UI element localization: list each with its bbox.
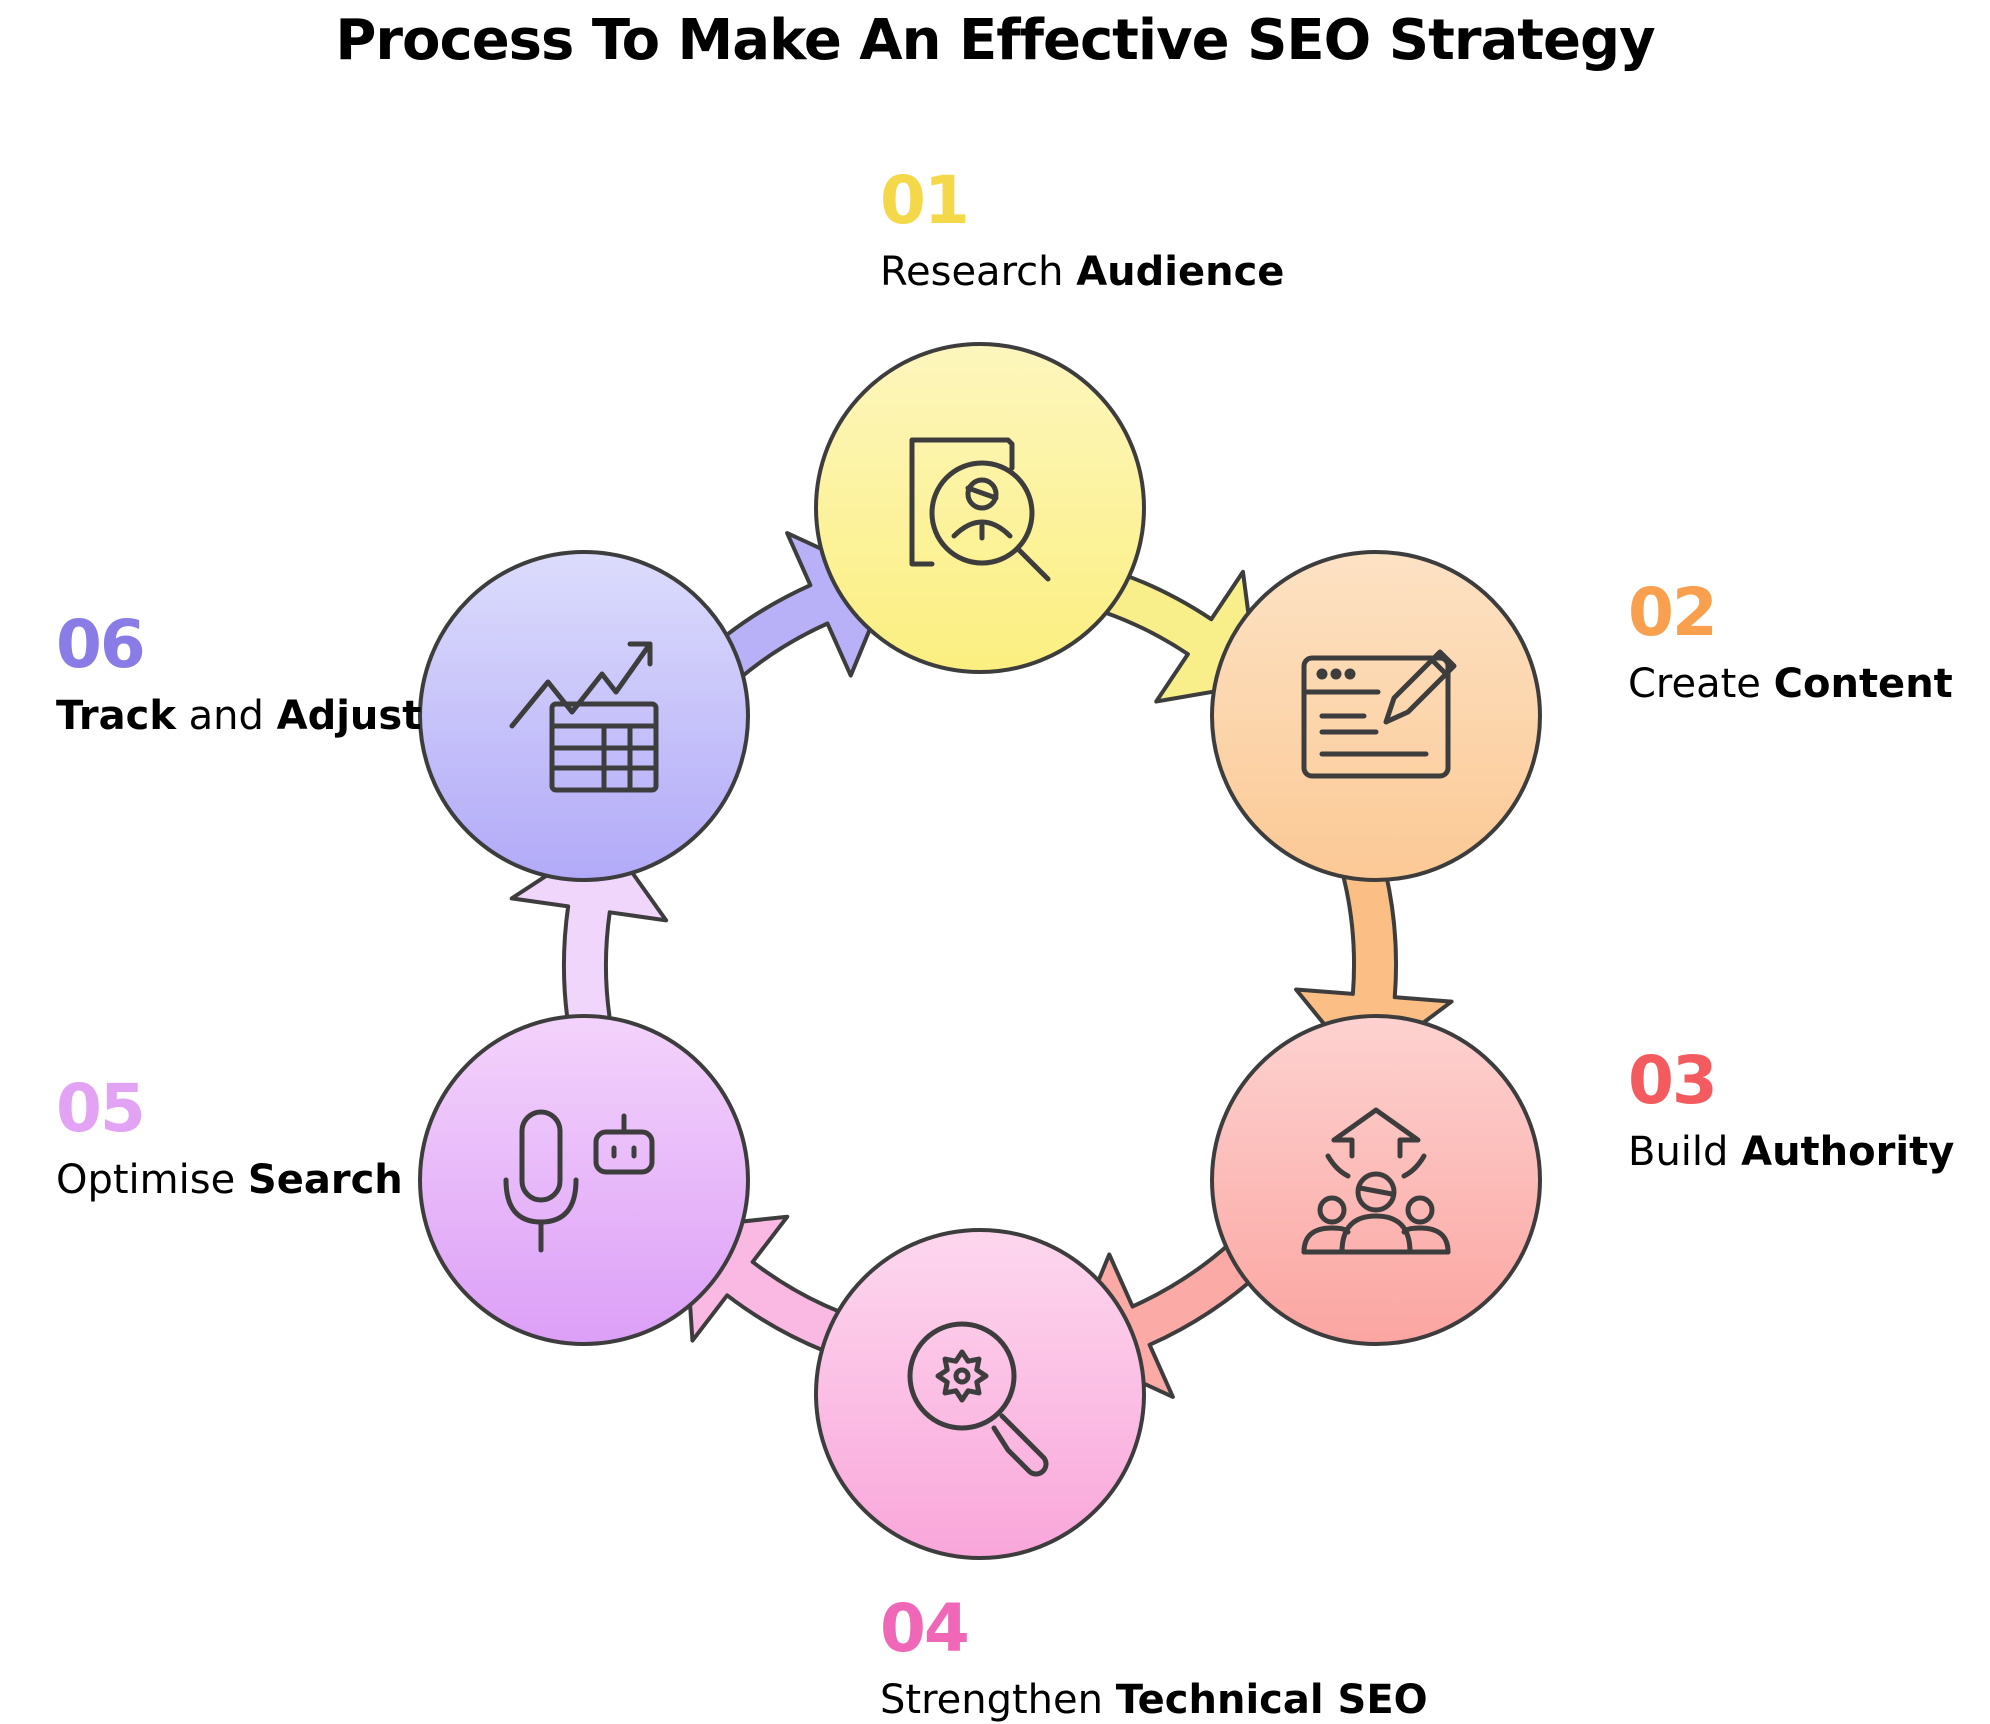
page-title: Process To Make An Effective SEO Strateg… <box>335 8 1655 73</box>
step-number: 03 <box>1628 1042 1718 1119</box>
step-title-bold: Adjust <box>276 693 422 739</box>
content-editor-icon <box>1301 649 1457 779</box>
step-node-5 <box>418 1014 750 1346</box>
team-growth-icon <box>1301 1107 1451 1255</box>
step-node-4 <box>814 1228 1146 1560</box>
step-circle <box>1210 550 1542 882</box>
step-title-regular: Strengthen <box>880 1677 1116 1723</box>
step-title-regular: Research <box>880 249 1077 295</box>
step-node-6 <box>418 550 750 882</box>
step-title: Build Authority <box>1628 1128 1954 1176</box>
step-node-3 <box>1210 1014 1542 1346</box>
step-title-bold: Audience <box>1076 249 1285 295</box>
step-title-bold: Search <box>247 1157 403 1203</box>
step-title: Track and Adjust <box>56 692 421 740</box>
step-number: 05 <box>56 1070 146 1147</box>
voice-search-icon <box>503 1109 655 1253</box>
step-circle <box>418 1014 750 1346</box>
step-circle <box>1210 1014 1542 1346</box>
step-circle <box>418 550 750 882</box>
step-title: Optimise Search <box>56 1156 403 1204</box>
step-title-bold: Content <box>1773 661 1953 707</box>
step-title: Research Audience <box>880 248 1284 296</box>
cycle-nodes <box>418 342 1542 1560</box>
audience-research-icon <box>909 437 1051 582</box>
gear-search-icon <box>907 1321 1049 1477</box>
step-title: Create Content <box>1628 660 1953 708</box>
step-title-bold: Technical SEO <box>1115 1677 1428 1723</box>
step-title: Strengthen Technical SEO <box>880 1676 1428 1724</box>
step-number: 04 <box>880 1590 970 1667</box>
step-node-2 <box>1210 550 1542 882</box>
analytics-chart-icon <box>509 641 659 793</box>
step-title-regular: Build <box>1628 1129 1742 1175</box>
step-title-regular: Optimise <box>56 1157 248 1203</box>
step-title-bold: Track <box>56 693 176 739</box>
step-title-regular: and <box>175 693 277 739</box>
step-node-1 <box>814 342 1146 674</box>
step-title-regular: Create <box>1628 661 1774 707</box>
step-number: 02 <box>1628 574 1718 651</box>
step-title-bold: Authority <box>1741 1129 1955 1175</box>
step-number: 06 <box>56 606 146 683</box>
step-number: 01 <box>880 162 970 239</box>
